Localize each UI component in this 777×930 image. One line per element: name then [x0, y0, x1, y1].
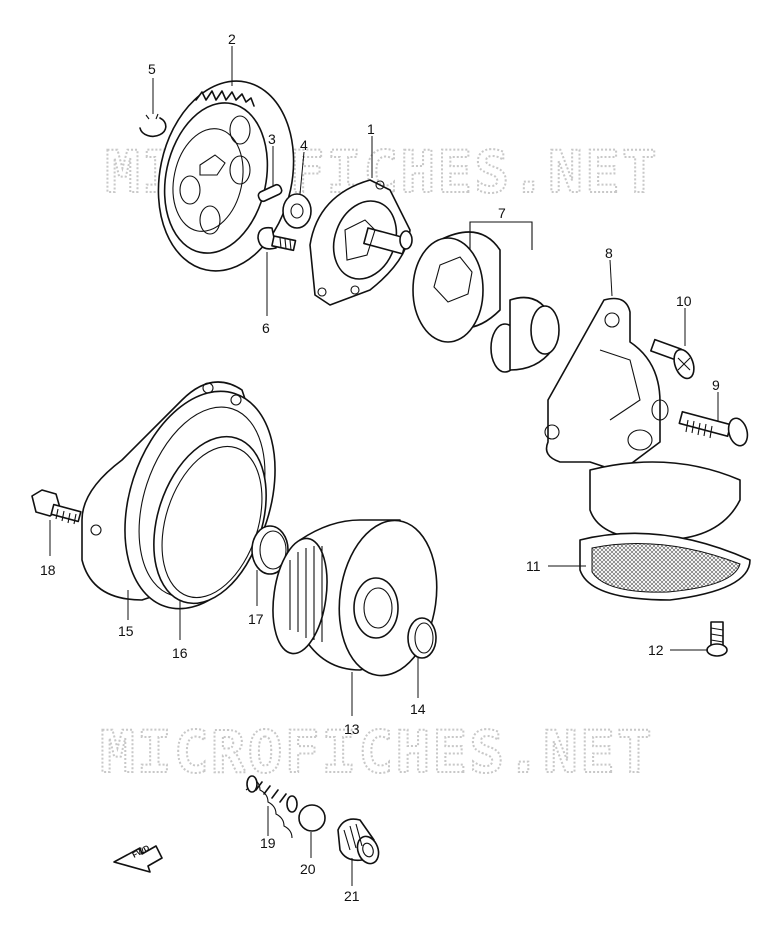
fwd-arrow-icon: FWD: [113, 843, 163, 873]
bolt-part-9: [678, 410, 749, 447]
plug-part-21: [337, 818, 380, 865]
o-ring-part-17: [251, 525, 289, 575]
callout-6: 6: [262, 320, 270, 336]
callout-8: 8: [605, 245, 613, 261]
gear-part-2: [157, 80, 295, 272]
oil-filter-part-13: [272, 519, 438, 677]
bolt-part-18: [31, 489, 82, 525]
rotor-set-part-7: [412, 221, 560, 373]
callout-20: 20: [300, 861, 316, 877]
callout-12: 12: [648, 642, 664, 658]
callout-4: 4: [300, 137, 308, 153]
ball-part-20: [298, 804, 326, 832]
screw-part-6: [257, 226, 297, 252]
callout-11: 11: [526, 558, 541, 574]
circlip-part-5: [139, 113, 167, 138]
callout-7: 7: [498, 205, 506, 221]
spring-part-19: [245, 775, 298, 839]
callout-18: 18: [40, 562, 56, 578]
watermark-bottom: MICROFICHES.NET: [100, 718, 654, 786]
callout-15: 15: [118, 623, 134, 639]
callout-14: 14: [410, 701, 426, 717]
pin-part-3: [257, 183, 283, 203]
callout-16: 16: [172, 645, 188, 661]
callout-9: 9: [712, 377, 720, 393]
callout-5: 5: [148, 61, 156, 77]
callout-13: 13: [344, 721, 360, 737]
oil-strainer-part-11: [579, 461, 751, 601]
o-ring-part-14: [407, 617, 437, 659]
screw-part-12: [706, 621, 728, 657]
callout-19: 19: [260, 835, 276, 851]
leader-lines: [49, 46, 719, 886]
callout-21: 21: [344, 888, 360, 904]
pump-cover-part-8: [544, 297, 669, 473]
callout-10: 10: [676, 293, 692, 309]
screw-part-10: [649, 338, 695, 380]
callout-labels: 1 2 3 4 5 6 7 8 9 10 11 12 13 14 15 16 1…: [40, 31, 720, 904]
callout-1: 1: [367, 121, 375, 137]
callout-17: 17: [248, 611, 264, 627]
oil-pump-part-1: [309, 179, 413, 306]
washer-part-4: [282, 193, 312, 229]
callout-3: 3: [268, 131, 276, 147]
callout-2: 2: [228, 31, 236, 47]
